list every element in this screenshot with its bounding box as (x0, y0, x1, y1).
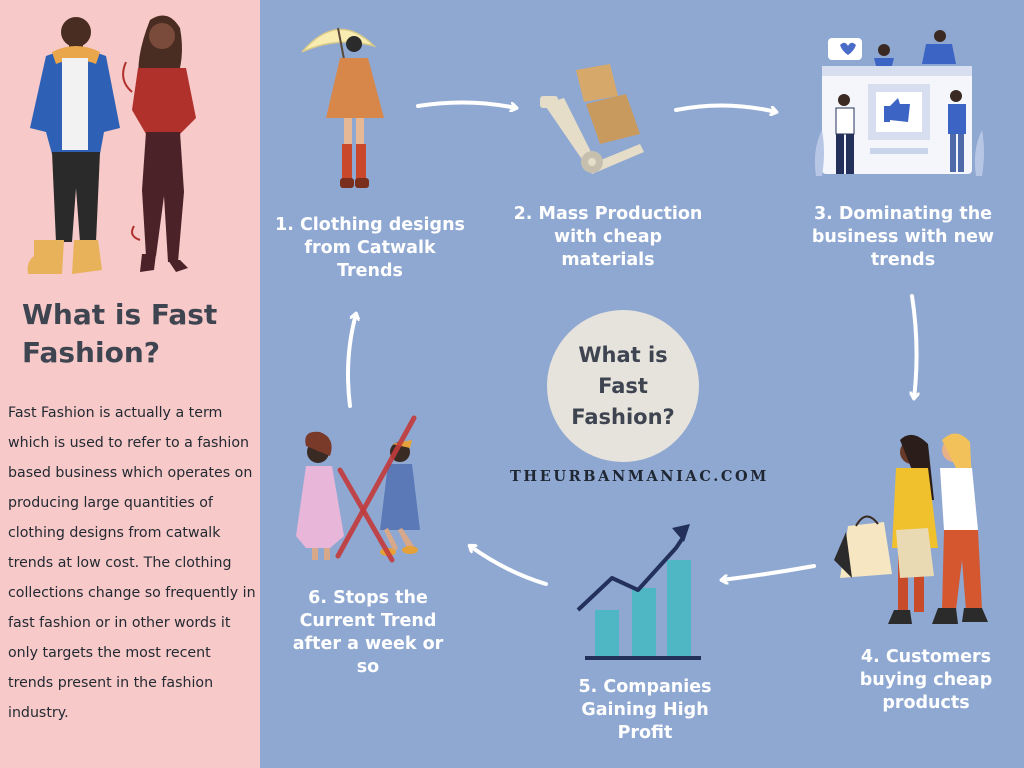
website-label: THEURBANMANIAC.COM (510, 468, 769, 485)
crossed-out-women-icon (296, 415, 420, 563)
step-2-label: 2. Mass Production with cheap materials (513, 204, 703, 270)
side-title: What is Fast Fashion? (22, 298, 218, 369)
couple-illustration-icon (27, 15, 196, 274)
growth-chart-icon (576, 524, 701, 660)
arrow-step3-to-4 (912, 294, 917, 398)
center-title: What is Fast Fashion? (571, 342, 675, 429)
step-1-label: 1. Clothing designs from Catwalk Trends (275, 215, 465, 281)
arrow-step2-to-3 (674, 103, 776, 112)
social-media-like-icon (814, 30, 984, 176)
hand-truck-boxes-icon (540, 64, 644, 174)
step-3-label: 3. Dominating the business with new tren… (811, 204, 995, 270)
center-circle: What is Fast Fashion? (547, 310, 699, 462)
step-4-label: 4. Customers buying cheap products (859, 647, 993, 713)
umbrella-woman-icon (301, 27, 384, 188)
step-6-label: 6. Stops the Current Trend after a week … (292, 588, 444, 677)
arrow-step1-to-2 (416, 100, 516, 108)
arrow-step4-to-5 (722, 564, 816, 580)
arrow-step5-to-6 (470, 546, 548, 586)
side-description: Fast Fashion is actually a term which is… (8, 405, 256, 721)
shopping-women-icon (834, 433, 988, 624)
arrow-step6-to-1 (346, 314, 356, 408)
step-5-label: 5. Companies Gaining High Profit (578, 677, 712, 743)
